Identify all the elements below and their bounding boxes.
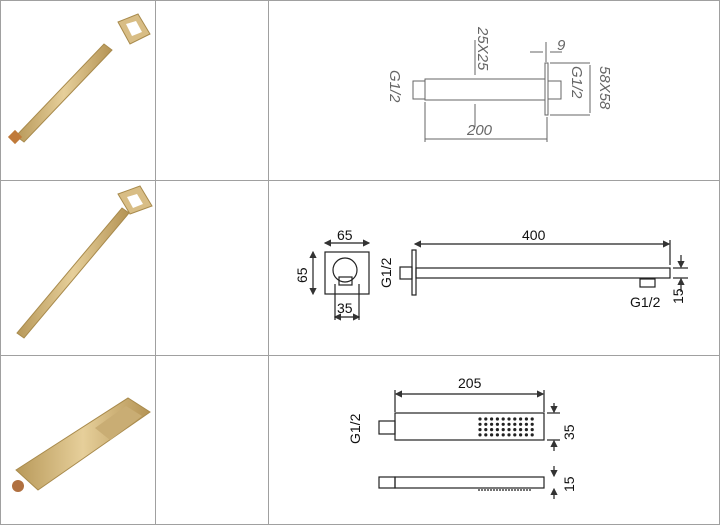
dim-65-height: 65 — [294, 267, 310, 283]
label-outlet: G1/2 — [568, 66, 585, 99]
nozzle-dot — [513, 433, 517, 437]
nozzle-dot — [524, 433, 529, 437]
nozzle-dot — [530, 422, 534, 426]
nozzle-dot — [495, 422, 499, 426]
spray-nozzles — [478, 417, 534, 437]
nozzle-dot — [513, 428, 517, 432]
dim-65-width: 65 — [337, 227, 353, 243]
nozzle-dot — [490, 433, 494, 437]
nozzle-dot — [507, 422, 511, 426]
label-inlet: G1/2 — [378, 257, 394, 288]
nozzle-dot — [478, 428, 482, 432]
dim-200: 200 — [466, 122, 493, 139]
nozzle-dot — [524, 417, 529, 421]
nozzle-dot — [484, 422, 488, 426]
dim-58x58: 58X58 — [596, 66, 613, 110]
nozzle-dot — [495, 428, 499, 432]
nozzle-dot — [507, 417, 511, 421]
dim-400: 400 — [522, 227, 546, 243]
hand-shower-photo — [12, 397, 151, 492]
nozzle-dot — [519, 422, 523, 426]
wall-arm-photo — [16, 185, 153, 339]
nozzle-dot — [484, 428, 488, 432]
nozzle-dot — [513, 422, 517, 426]
dim-25x25: 25X25 — [474, 26, 491, 71]
label-outlet: G1/2 — [630, 294, 661, 310]
nozzle-dot — [495, 417, 499, 421]
ceiling-arm-drawing: 200 9 25X25 58X58 G1/2 G1/2 — [386, 26, 613, 142]
row2-empty-cell — [156, 181, 269, 356]
nozzle-dot — [513, 417, 517, 421]
nozzle-dot — [490, 428, 494, 432]
nozzle-dot — [524, 428, 529, 432]
label-inlet: G1/2 — [386, 70, 403, 103]
nozzle-dot — [501, 417, 505, 421]
row2-photo-cell — [0, 181, 156, 356]
dim-15: 15 — [670, 288, 686, 304]
nozzle-dot — [530, 428, 534, 432]
wall-arm-drawing: 65 65 35 G1/2 400 G1/2 15 — [294, 227, 688, 321]
dim-15: 15 — [561, 476, 577, 492]
nozzle-dot — [501, 422, 505, 426]
nozzle-dot — [501, 428, 505, 432]
nozzle-dot — [478, 433, 482, 437]
nozzle-dot — [519, 433, 523, 437]
dim-35: 35 — [561, 424, 577, 440]
dim-205: 205 — [458, 375, 482, 391]
nozzle-dot — [495, 433, 499, 437]
nozzle-dot — [507, 428, 511, 432]
nozzle-dot — [530, 433, 534, 437]
label-inlet: G1/2 — [347, 413, 363, 444]
nozzle-dot — [484, 433, 488, 437]
dim-9: 9 — [557, 37, 566, 54]
nozzle-dot — [519, 417, 523, 421]
nozzle-dot — [478, 417, 482, 421]
nozzle-dot — [484, 417, 488, 421]
nozzle-dot — [478, 422, 482, 426]
nozzle-dot — [490, 422, 494, 426]
nozzle-dot — [501, 433, 505, 437]
nozzle-dot — [507, 433, 511, 437]
nozzle-dot — [524, 422, 529, 426]
ceiling-arm-photo — [7, 13, 151, 145]
hand-shower-drawing: 205 35 G1/2 15 — [347, 375, 577, 499]
nozzle-dot — [530, 417, 534, 421]
nozzle-dot — [490, 417, 494, 421]
row1-photo-cell — [0, 0, 156, 181]
dim-35: 35 — [337, 300, 353, 316]
row1-empty-cell — [156, 0, 269, 181]
nozzle-dot — [519, 428, 523, 432]
